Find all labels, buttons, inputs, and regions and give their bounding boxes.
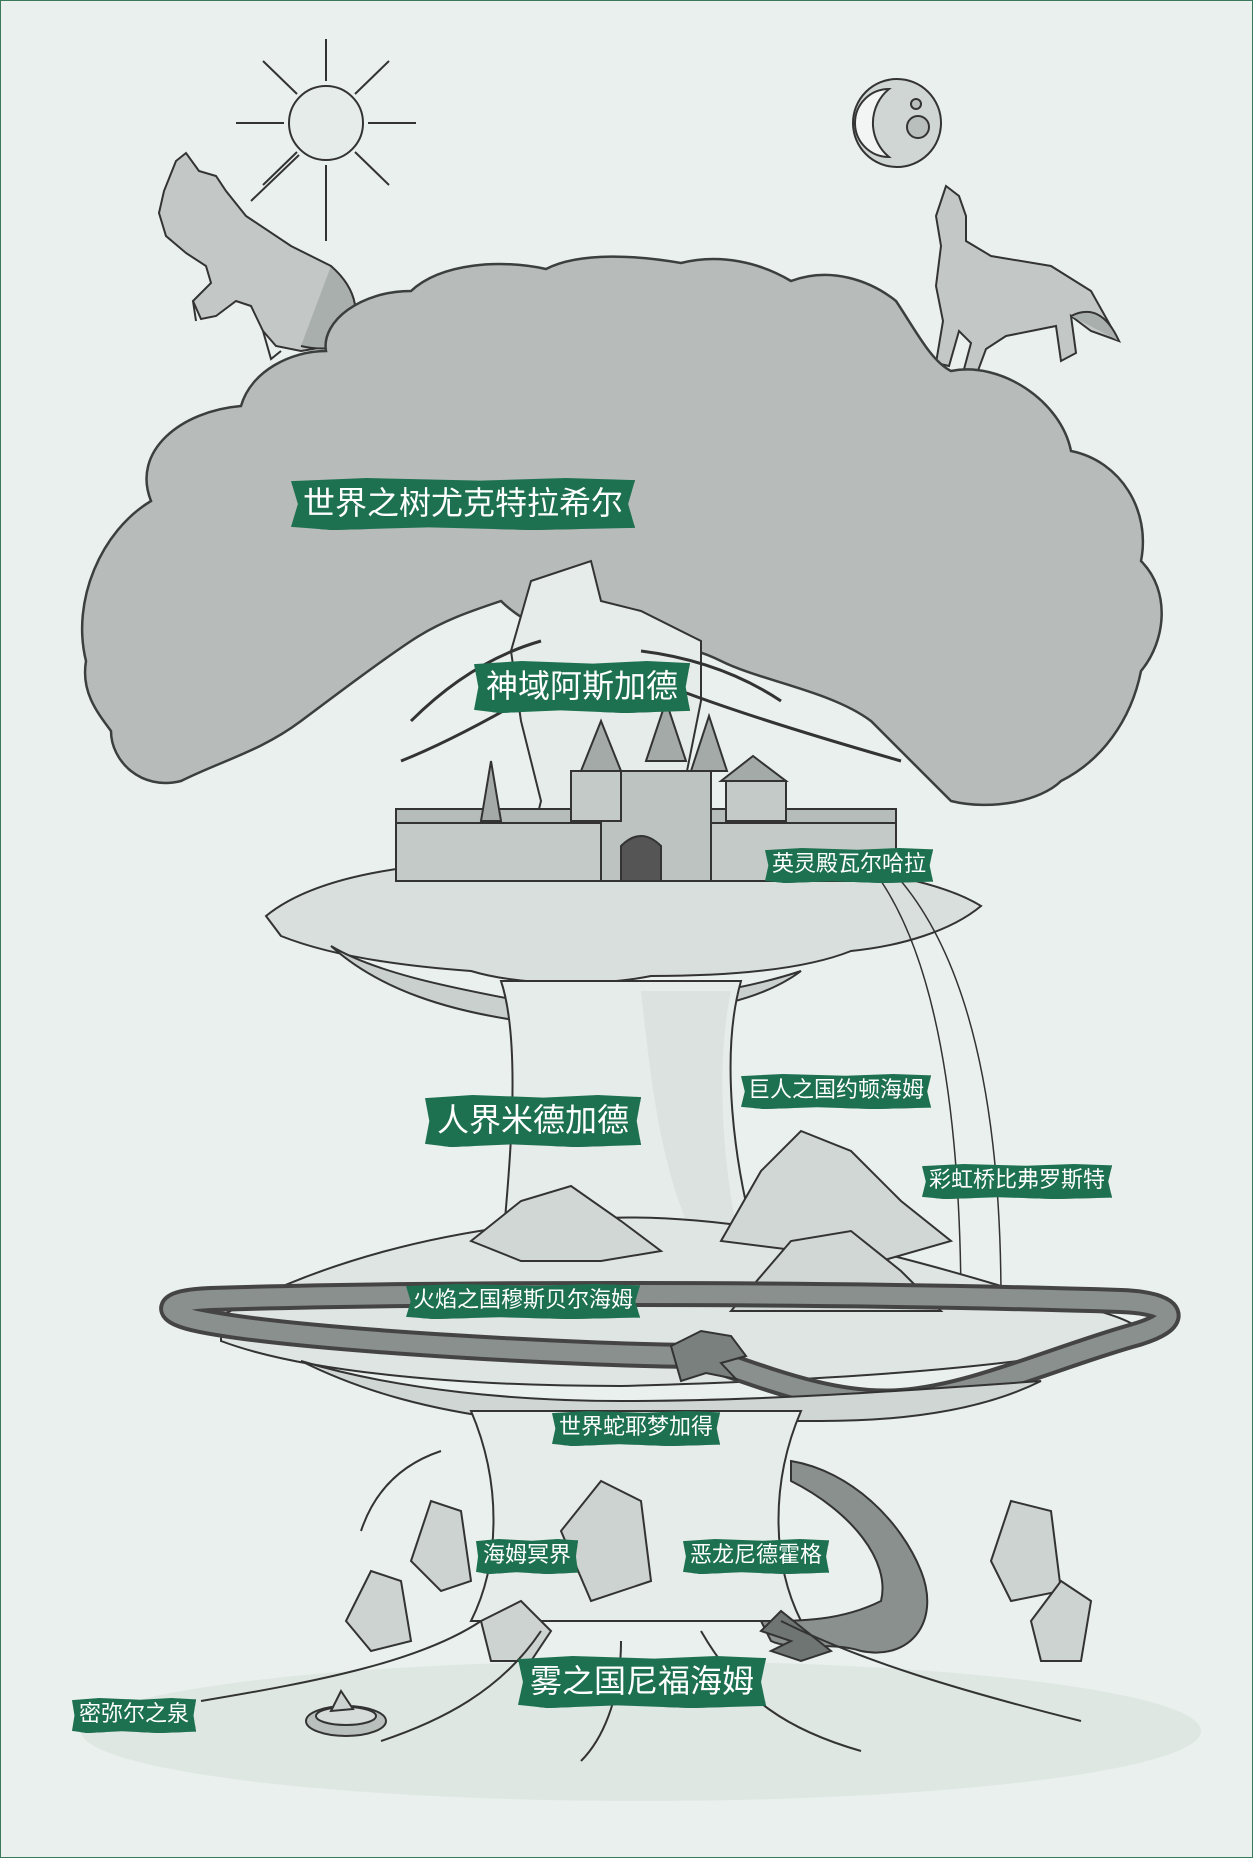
- wolf-hati: [934, 184, 1122, 378]
- ground-haze: [81, 1661, 1201, 1801]
- label-jormungandr: 世界蛇耶梦加得: [552, 1411, 721, 1446]
- label-mimir-well: 密弥尔之泉: [72, 1698, 197, 1733]
- label-bifrost: 彩虹桥比弗罗斯特: [922, 1164, 1113, 1199]
- dragon: [360, 1450, 929, 1663]
- label-valhalla: 英灵殿瓦尔哈拉: [765, 848, 934, 883]
- tree-canopy: [80, 255, 1163, 807]
- label-jotunheim: 巨人之国约顿海姆: [741, 1074, 932, 1109]
- midgard-underside: [300, 1360, 1042, 1422]
- label-midgard: 人界米德加德: [425, 1095, 642, 1147]
- bifrost-bridge: [880, 880, 1002, 1312]
- mountains: [469, 1129, 954, 1312]
- well: [305, 1689, 387, 1737]
- label-niflheim: 雾之国尼福海姆: [518, 1656, 767, 1708]
- moon-icon: [852, 78, 942, 168]
- label-nidhogg: 恶龙尼德霍格: [683, 1539, 830, 1574]
- label-yggdrasil: 世界之树尤克特拉希尔: [291, 478, 636, 530]
- wolf-skoll: [157, 151, 357, 361]
- label-muspelheim: 火焰之国穆斯贝尔海姆: [406, 1284, 641, 1319]
- rocks: [344, 1479, 1093, 1662]
- sun-icon: [236, 39, 416, 241]
- label-helheim: 海姆冥界: [476, 1539, 579, 1574]
- serpent-head: [669, 1329, 748, 1383]
- label-asgard: 神域阿斯加德: [474, 661, 691, 713]
- trunk-shadow: [641, 991, 741, 1251]
- castle: [395, 697, 897, 882]
